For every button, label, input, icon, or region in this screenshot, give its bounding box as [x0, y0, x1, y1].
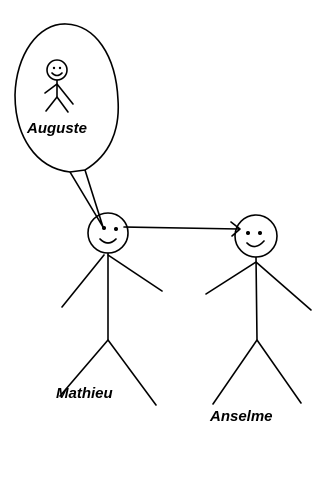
- mathieu-label: Mathieu: [56, 385, 113, 402]
- thought-bubble-tail: [69, 169, 104, 228]
- figure-mathieu: Mathieu: [56, 212, 163, 406]
- anselme-head: [234, 214, 278, 258]
- auguste-head: [46, 59, 68, 81]
- thought-bubble: [14, 23, 120, 228]
- gaze-arrow: [123, 221, 241, 237]
- auguste-label: Auguste: [26, 120, 87, 137]
- anselme-label: Anselme: [209, 408, 273, 425]
- mathieu-head: [87, 212, 129, 254]
- figure-anselme: Anselme: [205, 214, 312, 425]
- figure-auguste: Auguste: [26, 59, 87, 137]
